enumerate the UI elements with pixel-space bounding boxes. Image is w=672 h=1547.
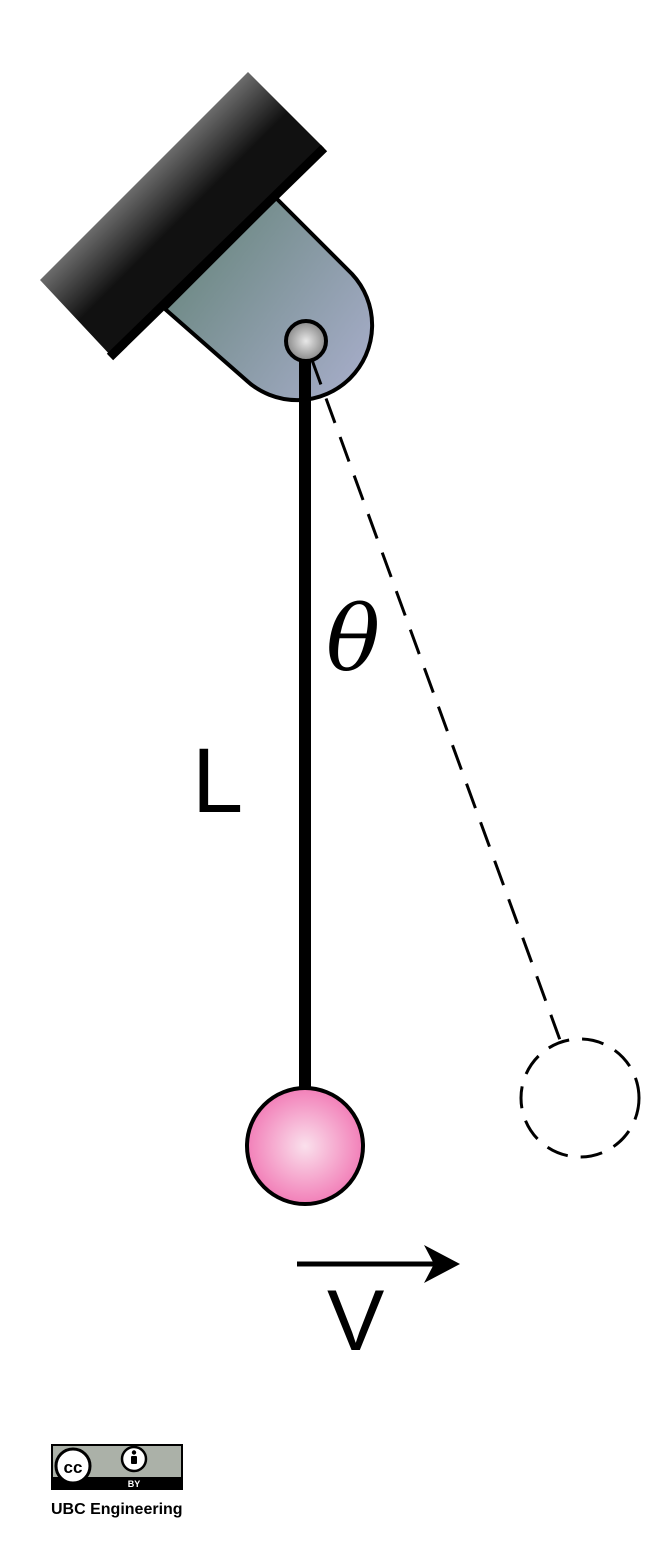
- displaced-bob-dashed: [519, 1037, 641, 1159]
- cc-by-license-badge: cc BY: [51, 1444, 183, 1490]
- wall-edge: [106, 144, 328, 361]
- velocity-label: V: [327, 1273, 384, 1369]
- pivot-pin: [284, 319, 328, 363]
- pendulum-bob: [245, 1086, 365, 1206]
- svg-text:cc: cc: [64, 1458, 83, 1477]
- velocity-arrow: [297, 1245, 460, 1283]
- cc-icon: [54, 1447, 92, 1485]
- angle-label: θ: [326, 587, 380, 692]
- wall: [40, 72, 324, 357]
- displaced-string-dashed: [310, 359, 562, 1041]
- length-label: L: [192, 730, 243, 832]
- attribution-person-icon: [120, 1445, 148, 1473]
- svg-text:BY: BY: [128, 1479, 141, 1489]
- credit-text: UBC Engineering: [51, 1501, 183, 1518]
